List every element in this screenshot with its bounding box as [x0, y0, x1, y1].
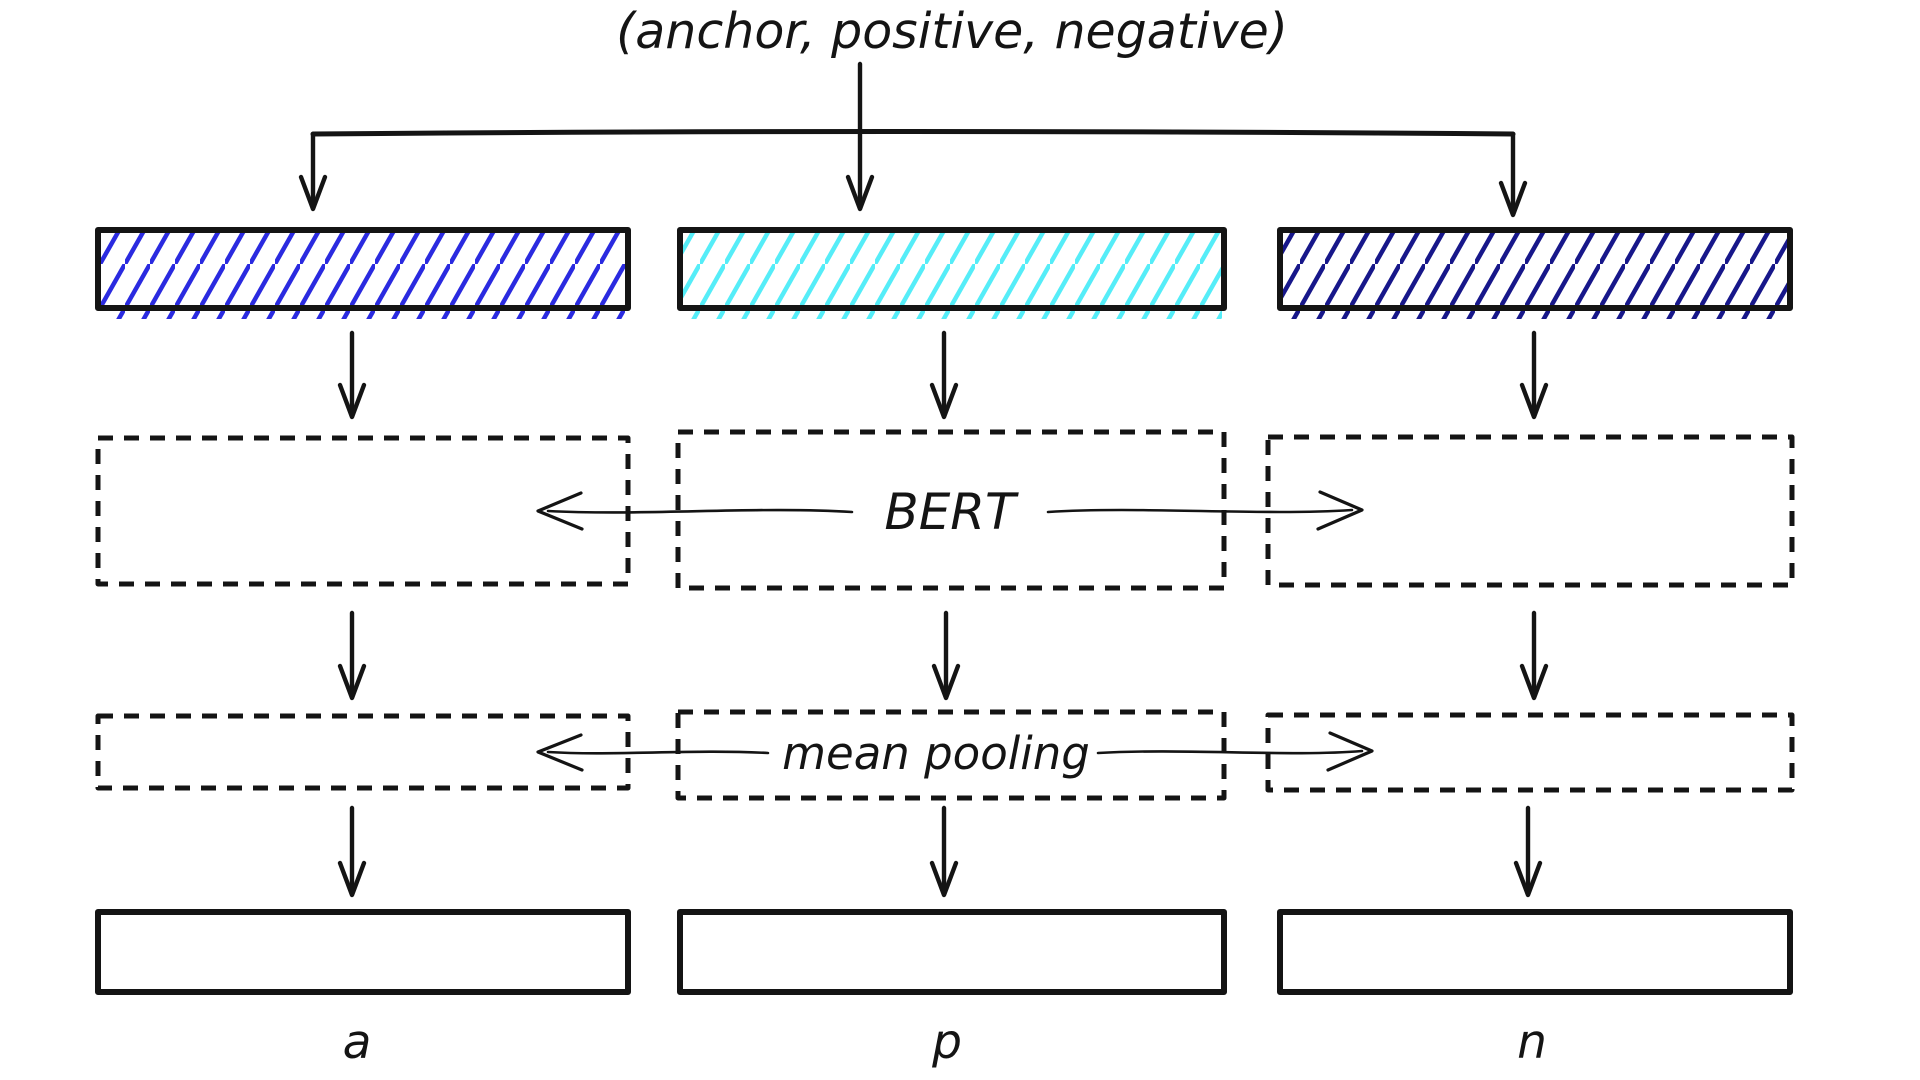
- bert-left-arrow-line: [546, 508, 854, 514]
- anchor-embedding-bar: [95, 909, 631, 995]
- down-arrowhead-negative-3: [1513, 860, 1543, 898]
- bert-label: BERT: [884, 483, 1019, 541]
- positive-embedding-label: p: [931, 1015, 962, 1070]
- pooling-right-arrow-line: [1096, 749, 1364, 755]
- bert-left-arrowhead: [536, 491, 584, 531]
- positive-token-box: [677, 227, 1227, 319]
- bert-box-negative: [1265, 434, 1795, 588]
- anchor-token-box: [95, 227, 631, 319]
- down-arrowhead-anchor-2: [337, 663, 367, 701]
- down-arrowhead-negative-1: [1519, 382, 1549, 420]
- arrows-pooling-to-embeddings: [337, 805, 1543, 898]
- pooling-box-negative: [1265, 712, 1795, 793]
- positive-token-hatch: [682, 233, 1222, 319]
- pooling-box-anchor: [95, 713, 631, 791]
- negative-token-box: [1277, 227, 1793, 319]
- branch-arrows: [298, 61, 1528, 218]
- arrows-tokens-to-bert: [337, 330, 1549, 420]
- positive-token-border: [677, 227, 1227, 311]
- pooling-right-arrowhead: [1326, 731, 1374, 772]
- pooling-left-arrow-line: [546, 750, 770, 755]
- down-arrowhead-positive-3: [929, 860, 959, 898]
- embedding-labels: a p n: [343, 1015, 1547, 1070]
- down-arrowhead-anchor-3: [337, 860, 367, 898]
- diagram-title: (anchor, positive, negative): [616, 3, 1288, 60]
- bert-right-arrowhead: [1316, 490, 1364, 531]
- negative-token-hatch: [1282, 233, 1788, 319]
- anchor-embedding-label: a: [343, 1015, 372, 1070]
- positive-embedding-bar: [677, 909, 1227, 995]
- down-arrowhead-negative-2: [1519, 663, 1549, 701]
- down-arrowhead-negative-branch: [1498, 180, 1528, 218]
- negative-embedding-label: n: [1517, 1015, 1547, 1070]
- pooling-left-arrowhead: [536, 733, 584, 772]
- down-arrowhead-positive-2: [931, 663, 961, 701]
- pooling-box-positive: [675, 709, 1227, 801]
- bert-box-positive: [675, 429, 1227, 591]
- negative-token-border: [1277, 227, 1793, 311]
- down-arrowhead-positive-branch: [845, 174, 875, 212]
- bert-row: BERT: [95, 429, 1795, 591]
- down-arrowhead-positive-1: [929, 382, 959, 420]
- pooling-row: mean pooling: [95, 709, 1795, 801]
- down-arrowhead-anchor-1: [337, 382, 367, 420]
- anchor-token-hatch: [100, 233, 626, 319]
- token-boxes: [95, 227, 1793, 319]
- branch-horizontal-line: [310, 129, 1516, 137]
- embedding-bars: [95, 909, 1793, 995]
- negative-embedding-bar: [1277, 909, 1793, 995]
- bert-right-arrow-line: [1046, 508, 1354, 514]
- arrows-bert-to-pooling: [337, 610, 1549, 701]
- anchor-token-border: [95, 227, 631, 311]
- down-arrowhead-anchor-branch: [298, 174, 328, 212]
- mean-pooling-label: mean pooling: [782, 727, 1090, 780]
